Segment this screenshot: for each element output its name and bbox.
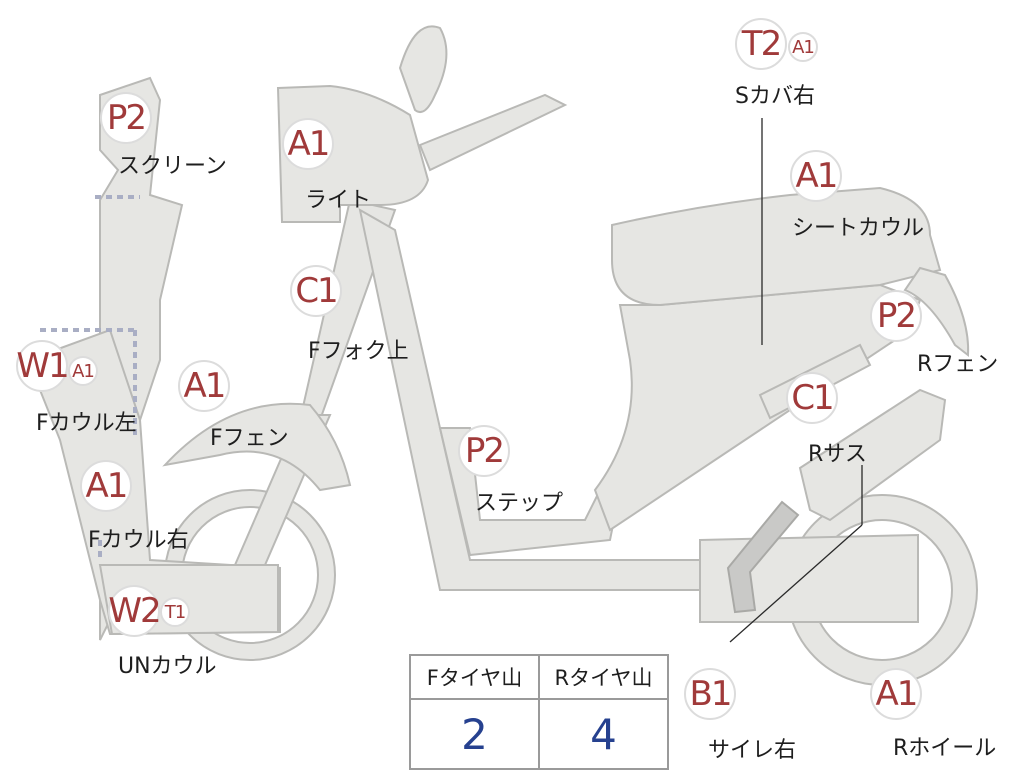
f-cowl-right-label: Fカウル右 xyxy=(88,528,189,553)
mirror-shape xyxy=(398,25,448,114)
f-fender-label: Fフェン xyxy=(210,426,289,451)
screen-grade[interactable]: P2 xyxy=(100,92,152,144)
tire-tread-table: Fタイヤ山 Rタイヤ山 2 4 xyxy=(409,654,669,770)
r-fender-grade[interactable]: P2 xyxy=(870,290,922,342)
muffler-right-label: サイレ右 xyxy=(708,738,797,763)
seat-shape xyxy=(611,186,942,307)
step-label: ステップ xyxy=(475,491,564,516)
f-cowl-left-label: Fカウル左 xyxy=(36,411,137,436)
rear-tire-header: Rタイヤ山 xyxy=(538,654,669,700)
step-grade[interactable]: P2 xyxy=(458,425,510,477)
r-suspension-grade[interactable]: C1 xyxy=(786,372,838,424)
un-cowl-label: UNカウル xyxy=(118,654,217,679)
front-tire-header: Fタイヤ山 xyxy=(409,654,540,700)
f-cowl-right-grade[interactable]: A1 xyxy=(80,460,132,512)
un-cowl-subgrade[interactable]: T1 xyxy=(160,597,190,627)
f-fender-grade[interactable]: A1 xyxy=(178,360,230,412)
r-fender-label: Rフェン xyxy=(917,352,999,377)
rear-tire-value: 4 xyxy=(538,698,669,770)
muffler-shape xyxy=(798,388,947,522)
seat-cowl-label: シートカウル xyxy=(792,216,925,241)
f-fork-upper-grade[interactable]: C1 xyxy=(290,265,342,317)
seat-cowl-grade[interactable]: A1 xyxy=(790,150,842,202)
front-fender-shape xyxy=(162,402,352,492)
front-cowl-lower xyxy=(26,328,281,636)
rear-fender-shape xyxy=(903,266,970,357)
s-cover-right-grade[interactable]: T2 xyxy=(735,18,787,70)
f-fork-upper-label: Fフォク上 xyxy=(308,339,409,364)
exhaust-pipe xyxy=(726,500,800,614)
light-grade[interactable]: A1 xyxy=(282,118,334,170)
r-wheel-label: Rホイール xyxy=(893,736,997,761)
light-label: ライト xyxy=(305,188,372,213)
leader-muffler xyxy=(729,524,863,643)
s-cover-right-subgrade[interactable]: A1 xyxy=(788,32,818,62)
f-cowl-left-grade[interactable]: W1 xyxy=(16,340,70,392)
front-tire-value: 2 xyxy=(409,698,540,770)
r-wheel-grade[interactable]: A1 xyxy=(870,668,922,720)
handlebar-shape xyxy=(418,93,568,172)
muffler-right-grade[interactable]: B1 xyxy=(684,668,736,720)
un-cowl-grade[interactable]: W2 xyxy=(108,585,162,637)
f-cowl-left-subgrade[interactable]: A1 xyxy=(68,356,98,386)
s-cover-right-label: Sカバ右 xyxy=(735,84,815,109)
screen-label: スクリーン xyxy=(118,154,227,179)
r-suspension-label: Rサス xyxy=(808,442,867,467)
